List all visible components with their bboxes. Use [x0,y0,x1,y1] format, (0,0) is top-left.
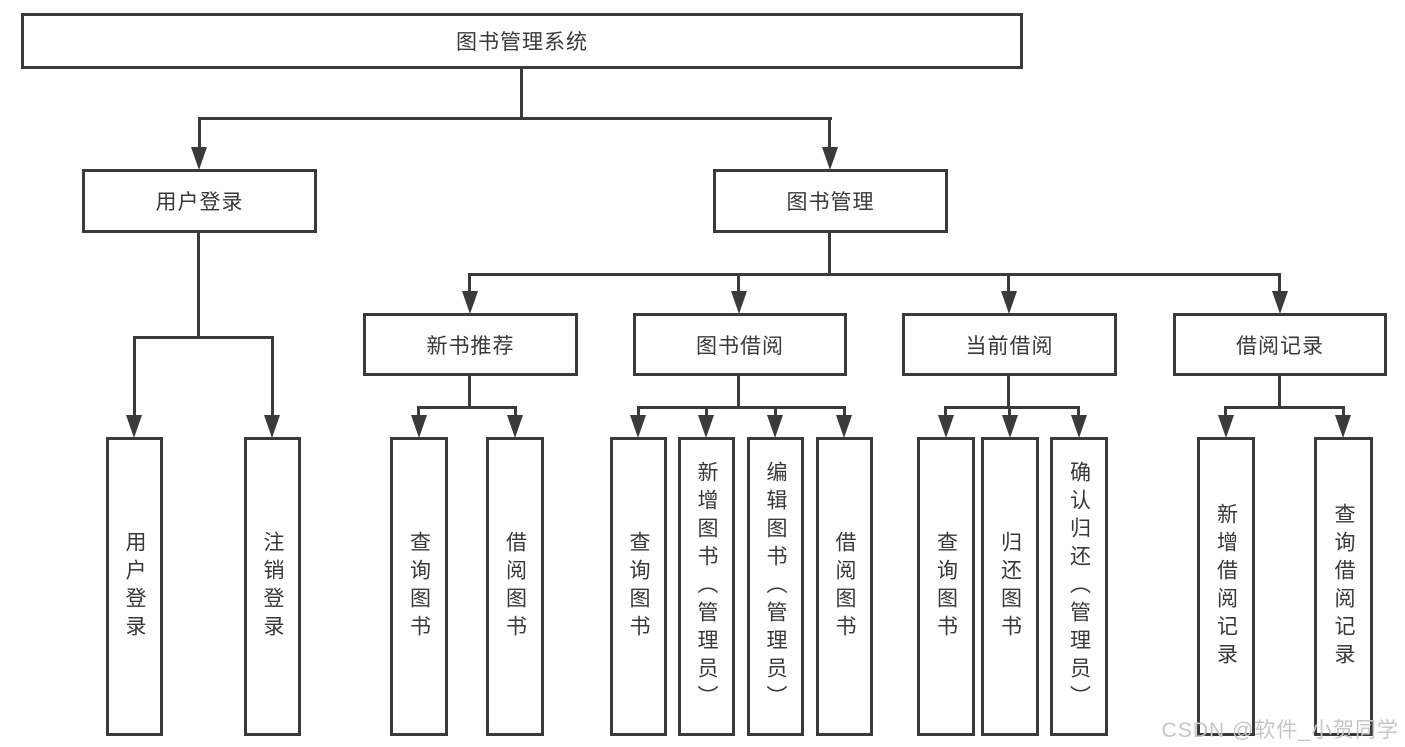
arrow-down-icon [462,291,478,314]
arrow-down-icon [1335,415,1351,438]
leaf-add-books-admin: 新增图书（管理员） [678,437,735,736]
leaf-label: 查询图书 [407,530,431,643]
arrow-down-icon [822,147,838,170]
leaf-label: 归还图书 [998,530,1022,643]
leaf-label: 新增图书（管理员） [695,460,718,713]
node-label: 图书管理系统 [456,31,588,54]
leaf-query-borrow-record: 查询借阅记录 [1314,437,1373,736]
arrow-down-icon [630,415,646,438]
arrow-down-icon [836,415,852,438]
leaf-return-books: 归还图书 [981,437,1039,736]
connector-drop-leaf [1342,406,1345,420]
connector-drop-leaf [1008,406,1011,420]
arrow-down-icon [507,415,523,438]
node-label: 图书管理 [786,191,875,214]
node-label: 用户登录 [155,191,244,214]
connector-book-management-stem [828,233,831,276]
node-label: 借阅记录 [1236,334,1324,358]
connector-drop-leaf [843,406,846,420]
connector-book-borrow-branch [637,406,845,409]
arrow-down-icon [126,415,142,438]
node-label: 图书借阅 [696,334,784,358]
arrow-down-icon [698,415,714,438]
connector-drop-leaf [705,406,708,420]
arrow-down-icon [264,415,280,438]
leaf-label: 用户登录 [123,530,146,643]
connector-drop-book-borrow [737,273,740,295]
connector-book-borrow-stem [737,376,740,409]
arrow-down-icon [1002,415,1018,438]
node-book-borrow: 图书借阅 [633,313,847,376]
arrow-down-icon [411,415,427,438]
node-library-management-system: 图书管理系统 [21,13,1023,69]
connector-root-branch [198,117,832,120]
leaf-edit-books-admin: 编辑图书（管理员） [747,437,804,736]
connector-current-borrow-branch [944,406,1080,409]
leaf-label: 确认归还（管理员） [1067,460,1091,713]
connector-new-book-stem [468,376,471,409]
node-current-borrow: 当前借阅 [902,313,1117,376]
arrow-down-icon [1218,415,1234,438]
leaf-label: 新增借阅记录 [1214,502,1238,671]
connector-drop-leaf [514,406,517,420]
arrow-down-icon [191,147,207,170]
connector-book-management-branch [468,273,1281,276]
csdn-watermark: CSDN @软件_小贺同学 [1161,719,1399,742]
connector-drop-current-borrow [1007,273,1010,295]
leaf-borrow-books: 借阅图书 [816,437,873,736]
connector-drop-new-book [468,273,471,295]
connector-drop-borrow-record [1278,273,1281,295]
connector-drop-leaf [637,406,640,420]
arrow-down-icon [938,415,954,438]
leaf-label: 借阅图书 [833,530,856,643]
arrow-down-icon [767,415,783,438]
leaf-query-books-recommend: 查询图书 [390,437,448,736]
node-label: 新书推荐 [426,334,515,358]
connector-drop-leaf [417,406,420,420]
connector-borrow-record-stem [1278,376,1281,409]
connector-drop-leaf [774,406,777,420]
leaf-confirm-return-admin: 确认归还（管理员） [1050,437,1108,736]
arrow-down-icon [1001,291,1017,314]
leaf-add-borrow-record: 新增借阅记录 [1197,437,1255,736]
node-user-login: 用户登录 [82,169,317,233]
leaf-borrow-books-recommend: 借阅图书 [486,437,544,736]
node-borrow-record: 借阅记录 [1173,313,1387,376]
leaf-label: 注销登录 [261,530,284,643]
leaf-label: 查询借阅记录 [1332,502,1355,671]
connector-root-stem [520,68,523,120]
connector-drop-leaf [271,336,274,418]
arrow-down-icon [1272,291,1288,314]
leaf-label: 查询图书 [934,530,958,643]
connector-current-borrow-stem [1007,376,1010,409]
leaf-label: 编辑图书（管理员） [764,460,787,713]
node-new-book-recommend: 新书推荐 [363,313,578,376]
arrow-down-icon [731,291,747,314]
connector-borrow-record-branch [1224,406,1345,409]
leaf-query-books-current: 查询图书 [917,437,975,736]
leaf-label: 查询图书 [627,530,650,643]
connector-drop-leaf [133,336,136,418]
arrow-down-icon [1071,415,1087,438]
node-book-management: 图书管理 [713,169,948,233]
connector-drop-leaf [944,406,947,420]
leaf-user-login: 用户登录 [106,437,163,736]
connector-user-login-stem [197,233,200,339]
connector-drop-user-login [198,117,201,151]
connector-drop-leaf [1224,406,1227,420]
leaf-query-books-borrow: 查询图书 [610,437,667,736]
connector-new-book-branch [417,406,517,409]
connector-user-login-branch [133,336,274,339]
leaf-logout: 注销登录 [244,437,301,736]
node-label: 当前借阅 [965,334,1054,358]
connector-drop-book-management [828,117,831,151]
connector-drop-leaf [1077,406,1080,420]
leaf-label: 借阅图书 [503,530,527,643]
